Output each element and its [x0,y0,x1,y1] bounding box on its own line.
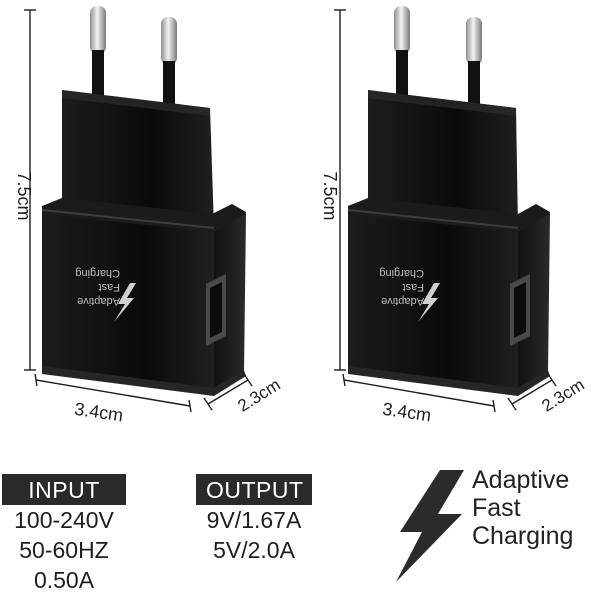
output-rating-2: 5V/2.0A [213,537,295,563]
width-label: 3.4cm [73,399,124,426]
input-header: INPUT [2,474,126,505]
input-current: 0.50A [33,567,95,593]
output-spec: OUTPUT 9V/1.67A 5V/2.0A [194,474,314,565]
input-spec: INPUT 100-240V 50-60HZ 0.50A [0,474,128,595]
output-rating-1: 9V/1.67A [206,507,302,533]
body-print-line-1: Adaptive [77,295,120,307]
feature-line-3: Charging [472,522,574,550]
bolt-mark-icon [418,283,440,322]
body-print-line-3: Charging [379,267,424,279]
height-label: 7.5cm [320,171,340,220]
charger-1: Adaptive Fast Charging 7.5cm 3.4cm 2.3cm [14,6,284,425]
height-label: 7.5cm [14,171,34,220]
dimension-lines [24,9,253,413]
feature-line-1: Adaptive [472,466,570,494]
charger-2: Adaptive Fast Charging 7.5cm 3.4cm 2.3cm [320,6,588,425]
usb-port [206,274,226,346]
body-print-line-2: Fast [403,281,424,293]
feature-text: Adaptive Fast Charging [472,466,573,550]
plug-pins [90,6,177,107]
width-label: 3.4cm [381,399,432,426]
depth-label: 2.3cm [538,375,587,416]
body-print-line-2: Fast [99,281,120,293]
lightning-bolt-icon [396,470,464,582]
body-print: Adaptive Fast Charging [75,267,120,307]
output-header: OUTPUT [196,474,312,505]
feature-line-2: Fast [472,494,521,522]
input-voltage: 100-240V [14,507,114,533]
usb-port [510,274,530,346]
body-print-line-1: Adaptive [381,295,424,307]
depth-label: 2.3cm [234,375,283,416]
input-frequency: 50-60HZ [19,537,109,563]
dimension-lines [334,9,557,413]
bolt-mark-icon [114,283,136,322]
charger-illustration: Adaptive Fast Charging 7.5cm 3.4cm 2.3cm [14,6,588,425]
body-print-line-3: Charging [75,267,120,279]
body-print: Adaptive Fast Charging [379,267,424,307]
plug-pins [394,6,482,107]
